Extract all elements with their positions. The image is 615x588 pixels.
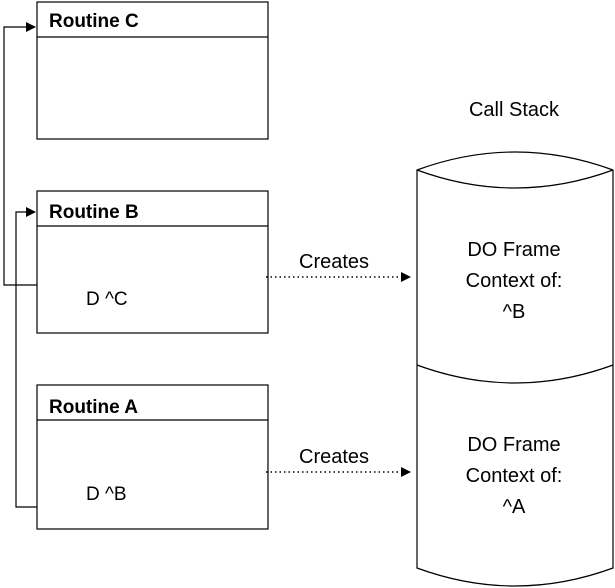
frame-b-line-2: Context of: [466, 270, 563, 292]
creates-label-a: Creates [299, 446, 369, 468]
frame-divider [416, 364, 614, 384]
frame-a-line-2: Context of: [466, 465, 563, 487]
routine-c-box: Routine C [36, 1, 269, 140]
cylinder-top-rim [416, 169, 614, 189]
routine-b-code: D ^C [86, 289, 128, 310]
routine-a-box: Routine A D ^B [36, 384, 269, 530]
stack-frame-b: DO Frame Context of: ^B [466, 239, 563, 323]
frame-a-line-1: DO Frame [467, 434, 560, 456]
routine-b-box: Routine B D ^C [36, 190, 269, 334]
routine-b-title: Routine B [49, 202, 139, 223]
creates-label-b: Creates [299, 251, 369, 273]
call-connector-a-to-b [15, 207, 37, 508]
frame-a-line-3: ^A [503, 496, 526, 518]
call-connector-b-to-c [3, 22, 37, 286]
call-stack-title: Call Stack [469, 99, 560, 121]
frame-b-line-1: DO Frame [467, 239, 560, 261]
routine-a-code: D ^B [86, 484, 127, 505]
routine-c-title: Routine C [49, 11, 139, 32]
frame-b-line-3: ^B [503, 301, 526, 323]
stack-frame-a: DO Frame Context of: ^A [466, 434, 563, 518]
call-stack-cylinder [416, 151, 614, 587]
routine-a-title: Routine A [49, 397, 138, 418]
